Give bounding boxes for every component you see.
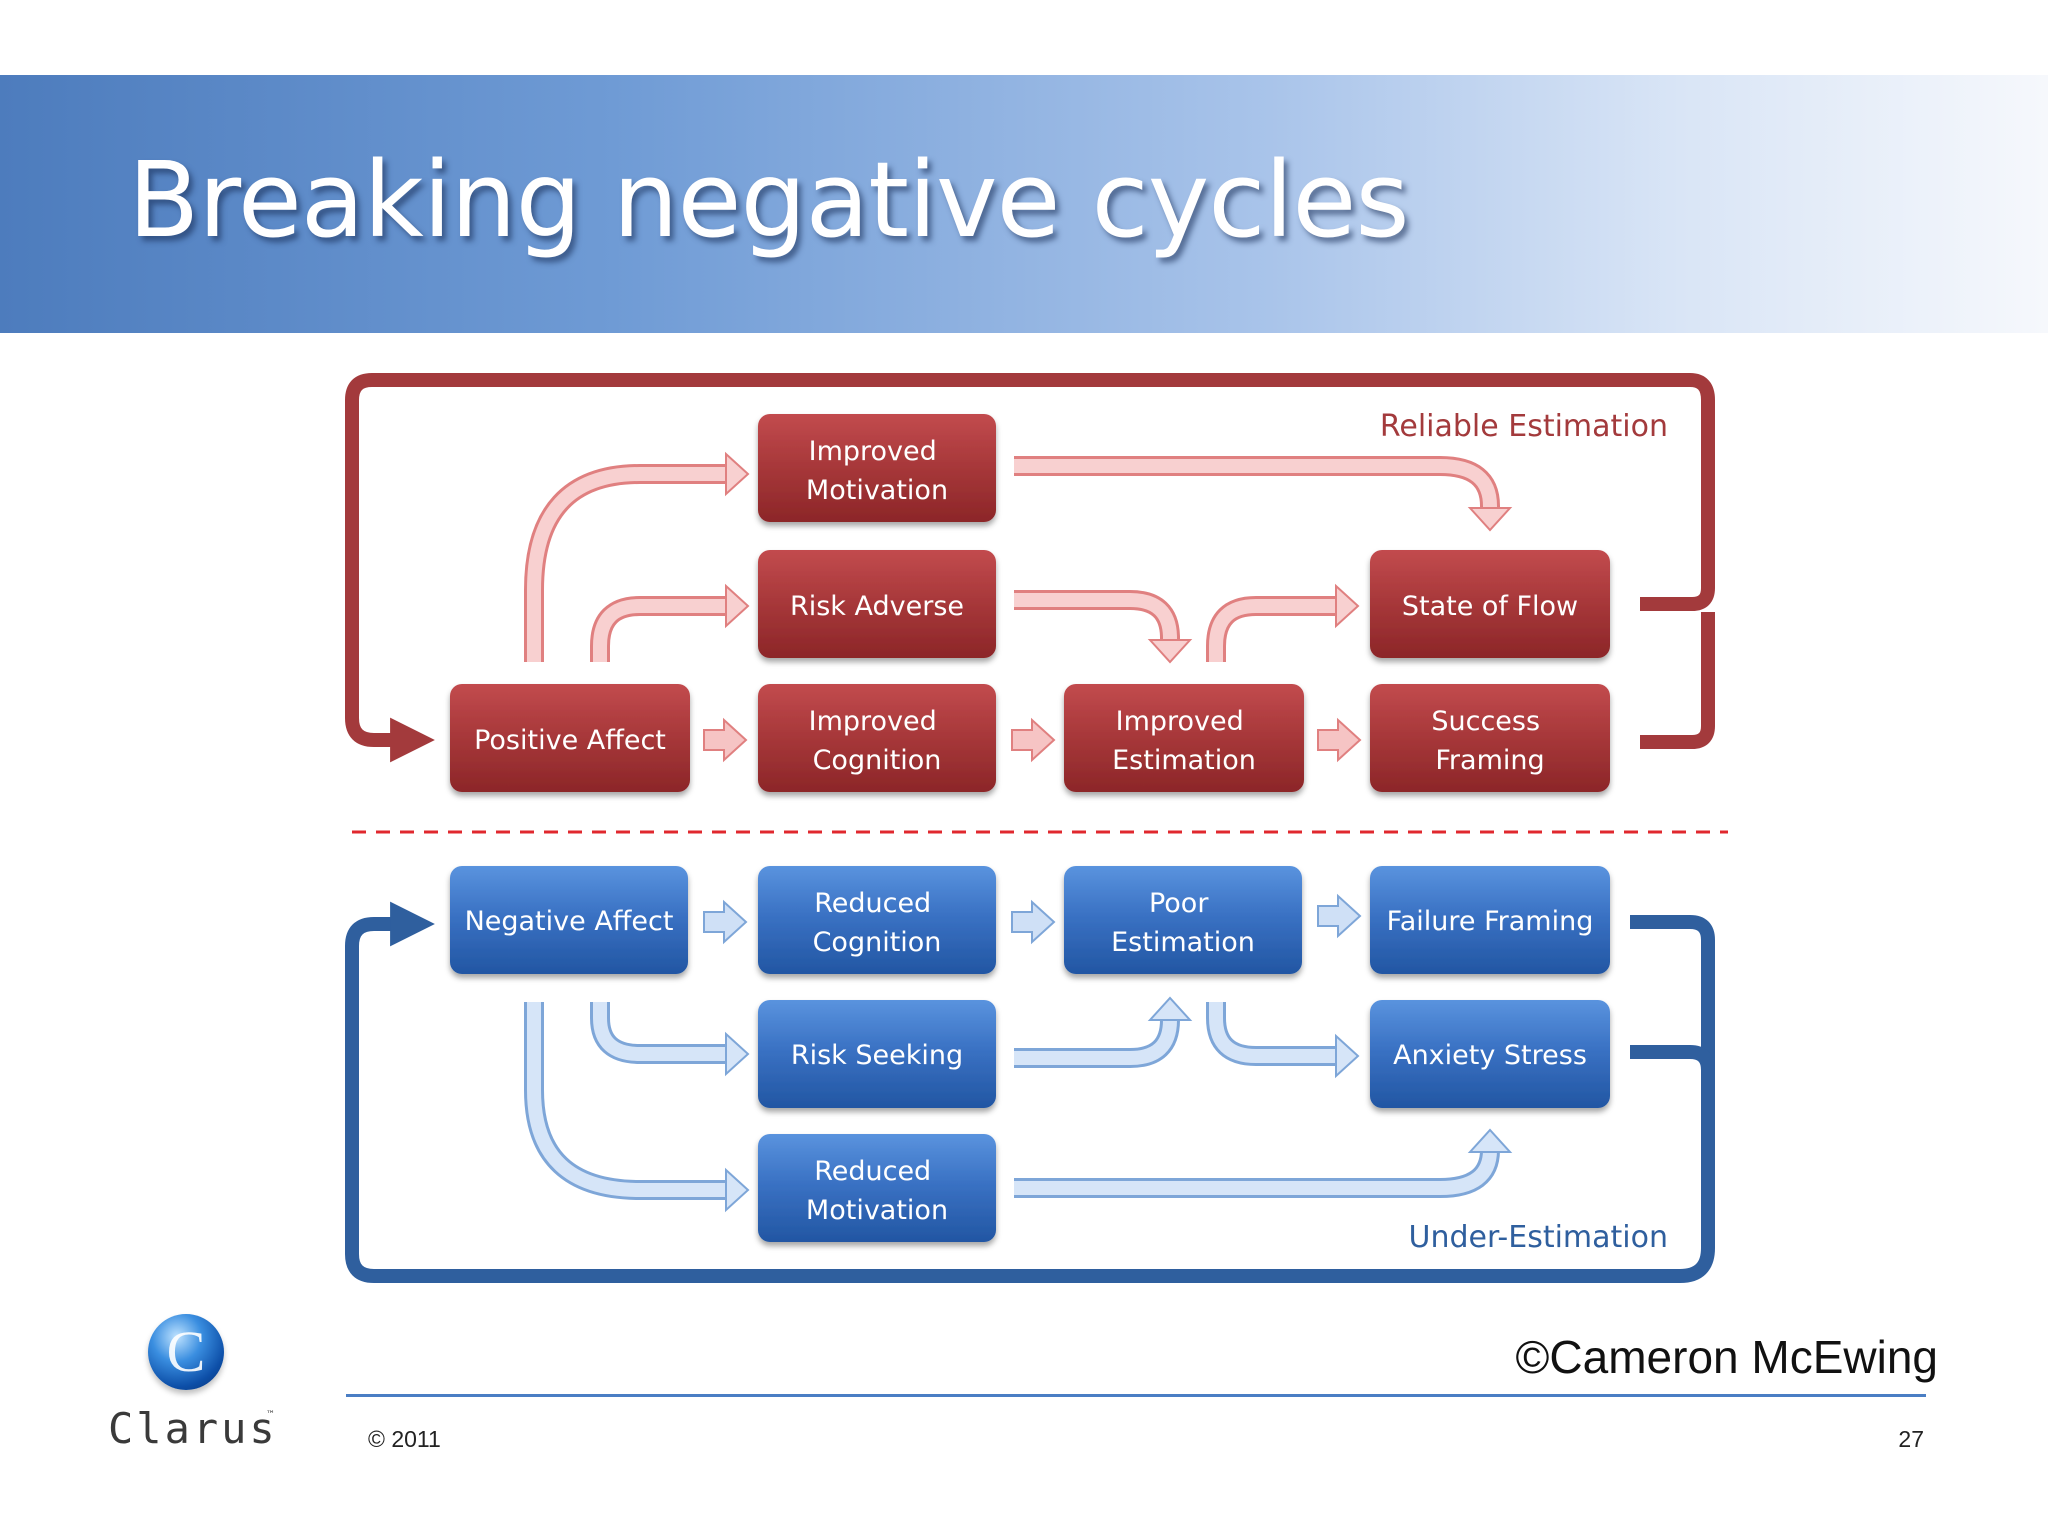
box-reduced-cognition-line1: Reduced	[814, 888, 931, 919]
box-anxiety-stress	[1370, 1000, 1610, 1108]
svg-text:Improved Motivation: Improved Motivation	[806, 436, 948, 506]
footer-year: © 2011	[368, 1426, 441, 1452]
box-success-framing	[1370, 684, 1610, 792]
arrow-cognition-to-poor-estimation	[1011, 899, 1056, 945]
box-reduced-cognition	[758, 866, 996, 974]
under-estimation-label: Under-Estimation	[1409, 1220, 1668, 1255]
box-improved-cognition-line1: Improved	[809, 706, 937, 737]
svg-text:Risk Seeking: Risk Seeking	[791, 1040, 963, 1071]
box-poor-estimation-line2: Estimation	[1111, 927, 1255, 958]
box-failure-framing	[1370, 866, 1610, 974]
arrow-cognition-to-estimation	[1011, 717, 1056, 763]
footer-divider	[346, 1394, 1926, 1397]
box-improved-motivation	[758, 414, 996, 522]
arrow-positive-affect-to-cognition	[703, 717, 748, 763]
box-reduced-motivation	[758, 1134, 996, 1242]
box-negative-affect	[450, 866, 688, 974]
box-improved-motivation-line1: Improved	[809, 436, 937, 467]
box-risk-adverse	[758, 550, 996, 658]
clarus-logo: C Clarus ™	[100, 1310, 300, 1460]
svg-text:Anxiety Stress: Anxiety Stress	[1393, 1040, 1587, 1071]
svg-text:Reduced Cognition: Reduced Cognition	[813, 888, 942, 958]
title-band	[0, 75, 2048, 333]
box-risk-adverse-line1: Risk Adverse	[790, 591, 964, 622]
negative-curved-arrows	[524, 996, 1513, 1213]
box-anxiety-stress-line1: Anxiety Stress	[1393, 1040, 1587, 1071]
clarus-logo-letter: C	[166, 1319, 206, 1384]
svg-text:Negative Affect: Negative Affect	[465, 906, 674, 937]
clarus-logo-word: Clarus	[108, 1404, 278, 1453]
svg-text:Positive Affect: Positive Affect	[474, 725, 666, 756]
svg-text:Failure Framing: Failure Framing	[1387, 906, 1594, 937]
box-positive-affect	[450, 684, 690, 792]
box-reduced-motivation-line1: Reduced	[814, 1156, 931, 1187]
box-reduced-motivation-line2: Motivation	[806, 1195, 948, 1226]
box-success-framing-line1: Success	[1431, 706, 1540, 737]
clarus-logo-tm: ™	[266, 1410, 275, 1420]
box-state-of-flow	[1370, 550, 1610, 658]
box-success-framing-line2: Framing	[1435, 745, 1544, 776]
slide-title: Breaking negative cycles	[128, 139, 1410, 261]
box-risk-seeking-line1: Risk Seeking	[791, 1040, 963, 1071]
arrow-estimation-to-success	[1317, 717, 1362, 763]
arrow-negative-affect-to-cognition	[703, 899, 748, 945]
svg-text:Reduced Motivation: Reduced Motivation	[806, 1156, 948, 1226]
svg-text:Improved Cognition: Improved Cognition	[809, 706, 946, 776]
box-reduced-cognition-line2: Cognition	[813, 927, 942, 958]
reliable-estimation-loop	[345, 373, 1715, 763]
box-risk-seeking	[758, 1000, 996, 1108]
positive-flow-arrows	[703, 717, 1362, 763]
positive-curved-arrows	[524, 451, 1513, 664]
box-improved-cognition	[758, 684, 996, 792]
svg-text:Success Framing: Success Framing	[1431, 706, 1548, 776]
box-positive-affect-line1: Positive Affect	[474, 725, 666, 756]
box-improved-estimation-line2: Estimation	[1112, 745, 1256, 776]
box-improved-motivation-line2: Motivation	[806, 475, 948, 506]
box-negative-affect-line1: Negative Affect	[465, 906, 674, 937]
page-number: 27	[1898, 1426, 1924, 1452]
box-improved-estimation	[1064, 684, 1304, 792]
box-failure-framing-line1: Failure Framing	[1387, 906, 1594, 937]
arrow-estimation-to-failure	[1317, 893, 1362, 939]
under-estimation-loop	[345, 901, 1715, 1283]
box-poor-estimation-line1: Poor	[1149, 888, 1209, 919]
clarus-logo-ball-icon: C	[148, 1314, 224, 1390]
svg-text:State of Flow: State of Flow	[1402, 591, 1578, 622]
box-improved-cognition-line2: Cognition	[813, 745, 942, 776]
svg-text:Risk Adverse: Risk Adverse	[790, 591, 964, 622]
reliable-estimation-label: Reliable Estimation	[1380, 409, 1668, 444]
copyright-author: ©Cameron McEwing	[1515, 1331, 1938, 1383]
svg-text:Improved Estimation: Improved Estimation	[1112, 706, 1256, 776]
box-poor-estimation	[1064, 866, 1302, 974]
box-improved-estimation-line1: Improved	[1116, 706, 1244, 737]
box-state-of-flow-line1: State of Flow	[1402, 591, 1578, 622]
svg-text:Poor Estimation: Poor Estimation	[1111, 888, 1255, 958]
negative-flow-arrows	[703, 893, 1362, 945]
